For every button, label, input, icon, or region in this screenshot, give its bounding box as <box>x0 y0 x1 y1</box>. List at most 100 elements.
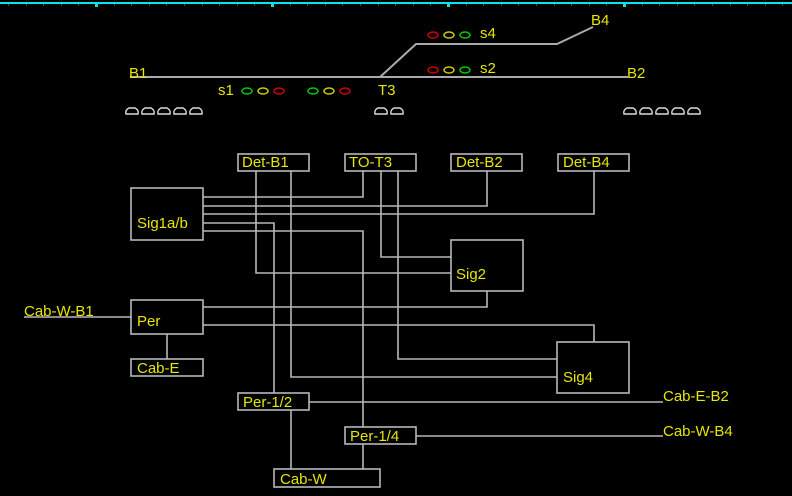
module-label: Cab-E <box>137 360 180 377</box>
train-car-icon[interactable] <box>655 107 669 115</box>
wire-tot3-sig4 <box>397 171 557 360</box>
ruler-minor-tick <box>342 4 343 6</box>
ruler-minor-tick <box>26 4 27 6</box>
ruler-line <box>0 2 792 4</box>
wire-sig1-to-t3 <box>203 171 364 198</box>
ruler-minor-tick <box>114 4 115 6</box>
ruler-minor-tick <box>61 4 62 6</box>
block-label-b1: B1 <box>129 65 147 82</box>
train-car-icon[interactable] <box>671 107 685 115</box>
wire-per-sig4 <box>203 324 595 342</box>
ruler-major-tick <box>95 4 98 7</box>
ruler-minor-tick <box>131 4 132 6</box>
module-label: Sig1a/b <box>137 215 188 232</box>
ruler-minor-tick <box>501 4 502 6</box>
module-cab-e[interactable]: Cab-E <box>130 358 204 377</box>
turnout-label-t3: T3 <box>378 82 396 99</box>
train-car-icon[interactable] <box>141 107 155 115</box>
module-label: Cab-W <box>280 471 328 488</box>
signal-label-s4: s4 <box>480 25 496 42</box>
signal-lamp-red-icon <box>339 87 351 95</box>
ruler-minor-tick <box>378 4 379 6</box>
module-to-t3[interactable]: TO-T3 <box>344 153 417 172</box>
ruler-minor-tick <box>219 4 220 6</box>
signal-lamp-green-icon <box>307 87 319 95</box>
module-label: Det-B4 <box>563 154 610 171</box>
wire-sig1-det-b2 <box>203 171 488 207</box>
module-sig4[interactable]: Sig4 <box>556 341 630 394</box>
train-car-icon[interactable] <box>639 107 653 115</box>
train-car-icon[interactable] <box>623 107 637 115</box>
ruler-minor-tick <box>782 4 783 6</box>
train-car-icon[interactable] <box>173 107 187 115</box>
signal-lamp-yellow-icon <box>323 87 335 95</box>
module-per-1-4[interactable]: Per-1/4 <box>344 426 417 445</box>
ruler-minor-tick <box>237 4 238 6</box>
top-ruler <box>0 2 792 7</box>
external-cab-e-b2: Cab-E-B2 <box>663 388 729 405</box>
module-sig1ab[interactable]: Sig1a/b <box>130 187 204 241</box>
ruler-minor-tick <box>184 4 185 6</box>
signal-label-s1: s1 <box>218 82 234 99</box>
ruler-minor-tick <box>202 4 203 6</box>
track-plan: B1 B2 B4 T3 s1 s2 s4 <box>125 12 701 115</box>
wire-sig1-det-b4 <box>203 171 595 215</box>
train-car-icon[interactable] <box>687 107 701 115</box>
module-label: TO-T3 <box>349 154 392 171</box>
ruler-minor-tick <box>747 4 748 6</box>
ruler-minor-tick <box>466 4 467 6</box>
block-label-b4: B4 <box>591 12 609 29</box>
ruler-minor-tick <box>8 4 9 6</box>
module-per[interactable]: Per <box>130 299 204 335</box>
module-label: Det-B2 <box>456 154 503 171</box>
ruler-minor-tick <box>149 4 150 6</box>
module-det-b2[interactable]: Det-B2 <box>450 153 523 172</box>
train-car-icon[interactable] <box>157 107 171 115</box>
module-det-b4[interactable]: Det-B4 <box>557 153 630 172</box>
ruler-minor-tick <box>642 4 643 6</box>
ruler-minor-tick <box>536 4 537 6</box>
ruler-minor-tick <box>606 4 607 6</box>
ruler-major-tick <box>447 4 450 7</box>
module-label: Det-B1 <box>242 154 289 171</box>
external-cab-w-b4: Cab-W-B4 <box>663 423 733 440</box>
wiring <box>24 171 663 469</box>
ruler-minor-tick <box>694 4 695 6</box>
module-sig2[interactable]: Sig2 <box>450 239 524 292</box>
ruler-minor-tick <box>325 4 326 6</box>
wire-detb1-sig4 <box>290 171 557 378</box>
ruler-minor-tick <box>712 4 713 6</box>
module-label: Sig2 <box>456 266 486 283</box>
signal-lamp-yellow-icon <box>443 31 455 39</box>
train-car-icon[interactable] <box>390 107 404 115</box>
ruler-minor-tick <box>395 4 396 6</box>
module-cab-w[interactable]: Cab-W <box>273 468 381 488</box>
wire-tot3-sig2 <box>380 171 451 258</box>
ruler-minor-tick <box>518 4 519 6</box>
ruler-minor-tick <box>413 4 414 6</box>
ruler-minor-tick <box>571 4 572 6</box>
ruler-minor-tick <box>254 4 255 6</box>
ruler-minor-tick <box>659 4 660 6</box>
ruler-minor-tick <box>430 4 431 6</box>
signal-lamp-red-icon <box>427 31 439 39</box>
signal-lamp-green-icon <box>459 31 471 39</box>
signal-lamp-yellow-icon <box>443 66 455 74</box>
ruler-minor-tick <box>43 4 44 6</box>
ruler-minor-tick <box>483 4 484 6</box>
branch-track-b4[interactable] <box>379 26 594 78</box>
module-det-b1[interactable]: Det-B1 <box>237 153 310 172</box>
train-car-icon[interactable] <box>125 107 139 115</box>
train-car-icon[interactable] <box>189 107 203 115</box>
module-label: Per-1/4 <box>350 428 399 445</box>
wire-detb1-sig2 <box>255 171 451 274</box>
ruler-minor-tick <box>78 4 79 6</box>
train-car-icon[interactable] <box>374 107 388 115</box>
block-label-b2: B2 <box>627 65 645 82</box>
ruler-minor-tick <box>360 4 361 6</box>
module-per-1-2[interactable]: Per-1/2 <box>237 392 310 411</box>
signal-lamp-red-icon <box>427 66 439 74</box>
ruler-major-tick <box>271 4 274 7</box>
ruler-minor-tick <box>166 4 167 6</box>
